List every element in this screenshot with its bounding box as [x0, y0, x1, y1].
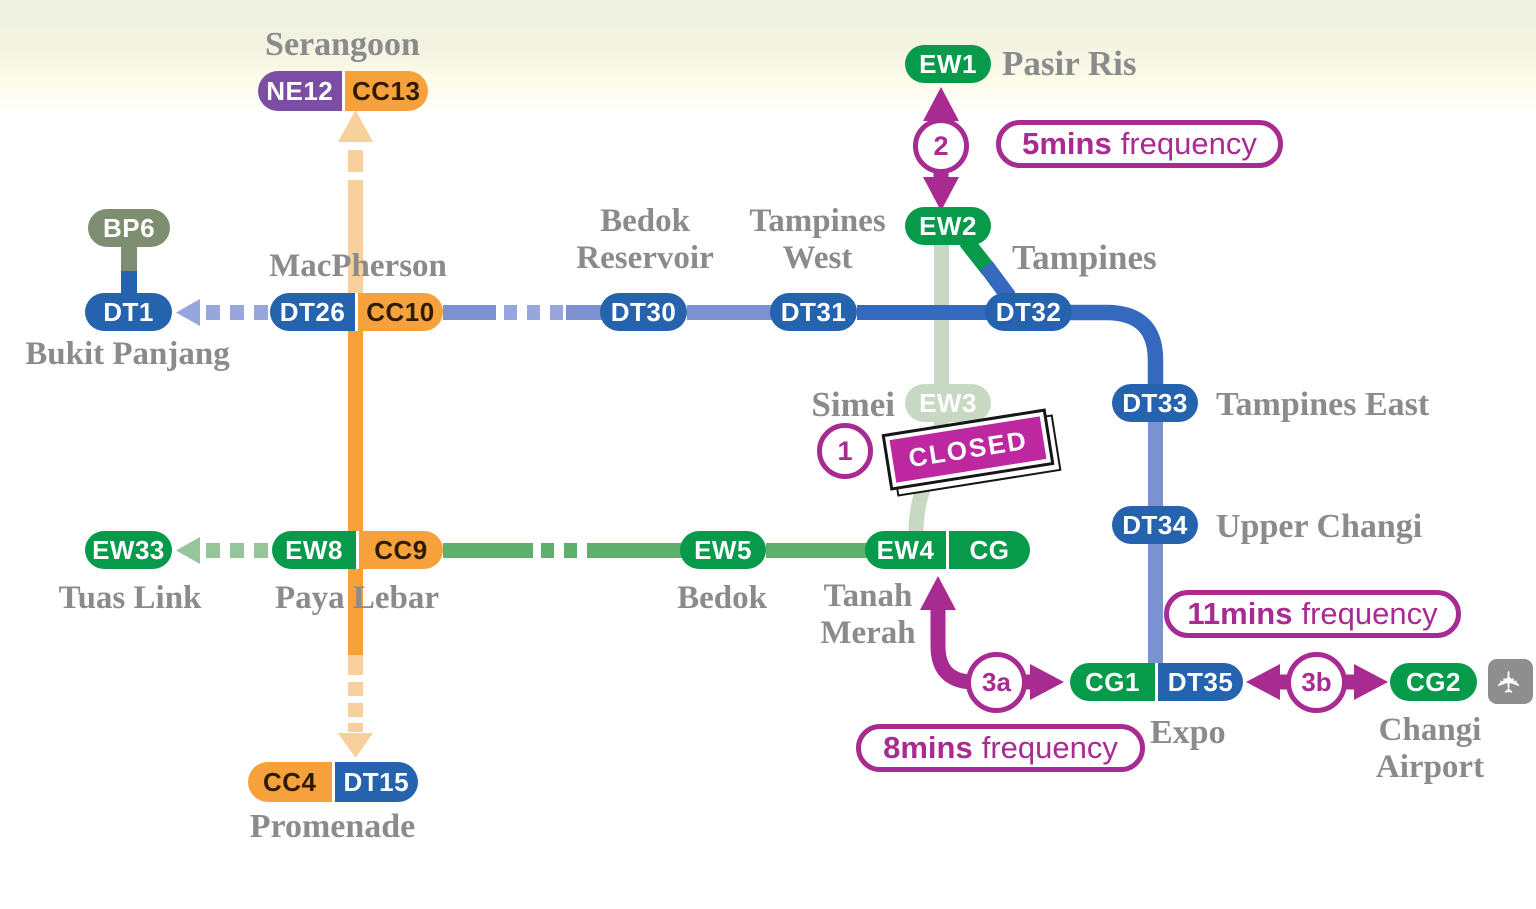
east-west-line-track	[176, 537, 867, 564]
frequency-value: 8mins	[883, 730, 973, 765]
station-badge-dt30: DT30	[600, 293, 687, 331]
station-label-tampines: Tampines	[1012, 238, 1157, 277]
frequency-bubble-11mins: 11mins frequency	[1164, 590, 1461, 638]
airplane-icon: ✈	[1493, 668, 1527, 695]
frequency-value: 11mins	[1187, 596, 1293, 631]
station-badge-dt32: DT32	[985, 293, 1072, 331]
station-badge-dt33: DT33	[1112, 384, 1198, 422]
bukit-panjang-lrt-connector	[121, 244, 137, 295]
downtown-line-track	[176, 299, 1164, 665]
station-badge-ew3-closed: EW3	[905, 384, 991, 422]
station-label-upper-changi: Upper Changi	[1216, 508, 1423, 545]
circle-line-track	[338, 110, 373, 758]
station-badge-ew5: EW5	[680, 531, 766, 569]
step-circle-3a: 3a	[966, 652, 1027, 713]
station-label-tampines-east: Tampines East	[1216, 386, 1430, 423]
station-badge-bp6: BP6	[88, 209, 170, 247]
station-badge-paya-lebar: EW8 CC9	[272, 531, 443, 569]
step-circle-2: 2	[913, 118, 969, 174]
station-badge-ew1: EW1	[905, 45, 991, 83]
station-label-serangoon: Serangoon	[265, 26, 420, 63]
station-label-paya-lebar: Paya Lebar	[274, 580, 440, 616]
station-label-bedok: Bedok	[677, 580, 767, 616]
station-badge-dt31: DT31	[770, 293, 857, 331]
frequency-value: 5mins	[1022, 126, 1112, 161]
station-badge-promenade: CC4 DT15	[248, 762, 418, 802]
station-label-pasir-ris: Pasir Ris	[1002, 44, 1137, 83]
station-badge-dt34: DT34	[1112, 506, 1198, 544]
station-badge-serangoon: NE12 CC13	[258, 71, 428, 111]
station-badge-cg2: CG2	[1390, 663, 1477, 701]
frequency-unit: frequency	[1301, 596, 1438, 631]
tampines-interchange-connector	[959, 236, 1016, 302]
station-label-macpherson: MacPherson	[269, 248, 447, 284]
frequency-unit: frequency	[1120, 126, 1257, 161]
station-badge-ew33: EW33	[85, 531, 172, 569]
airport-icon: ✈	[1488, 659, 1533, 704]
frequency-bubble-8mins: 8mins frequency	[856, 724, 1145, 772]
station-label-tanah-merah: Tanah Merah	[820, 578, 916, 651]
frequency-unit: frequency	[981, 730, 1118, 765]
step-circle-1: 1	[817, 423, 873, 479]
station-badge-macpherson: DT26 CC10	[270, 293, 443, 331]
station-badge-ew2: EW2	[905, 207, 991, 245]
station-label-tuas-link: Tuas Link	[58, 580, 202, 616]
station-label-tampines-west: Tampines West	[749, 203, 886, 276]
station-label-bukit-panjang: Bukit Panjang	[25, 336, 230, 372]
station-label-simei: Simei	[811, 385, 895, 424]
station-badge-dt1: DT1	[85, 293, 172, 331]
station-label-promenade: Promenade	[249, 808, 416, 845]
station-label-changi-airport: Changi Airport	[1375, 712, 1485, 785]
station-badge-tanah-merah: EW4 CG	[865, 531, 1030, 569]
station-label-bedok-reservoir: Bedok Reservoir	[576, 203, 714, 276]
station-label-expo: Expo	[1150, 714, 1226, 751]
step-circle-3b: 3b	[1286, 652, 1347, 713]
frequency-bubble-5mins: 5mins frequency	[996, 120, 1283, 168]
station-badge-expo: CG1 DT35	[1070, 663, 1243, 701]
